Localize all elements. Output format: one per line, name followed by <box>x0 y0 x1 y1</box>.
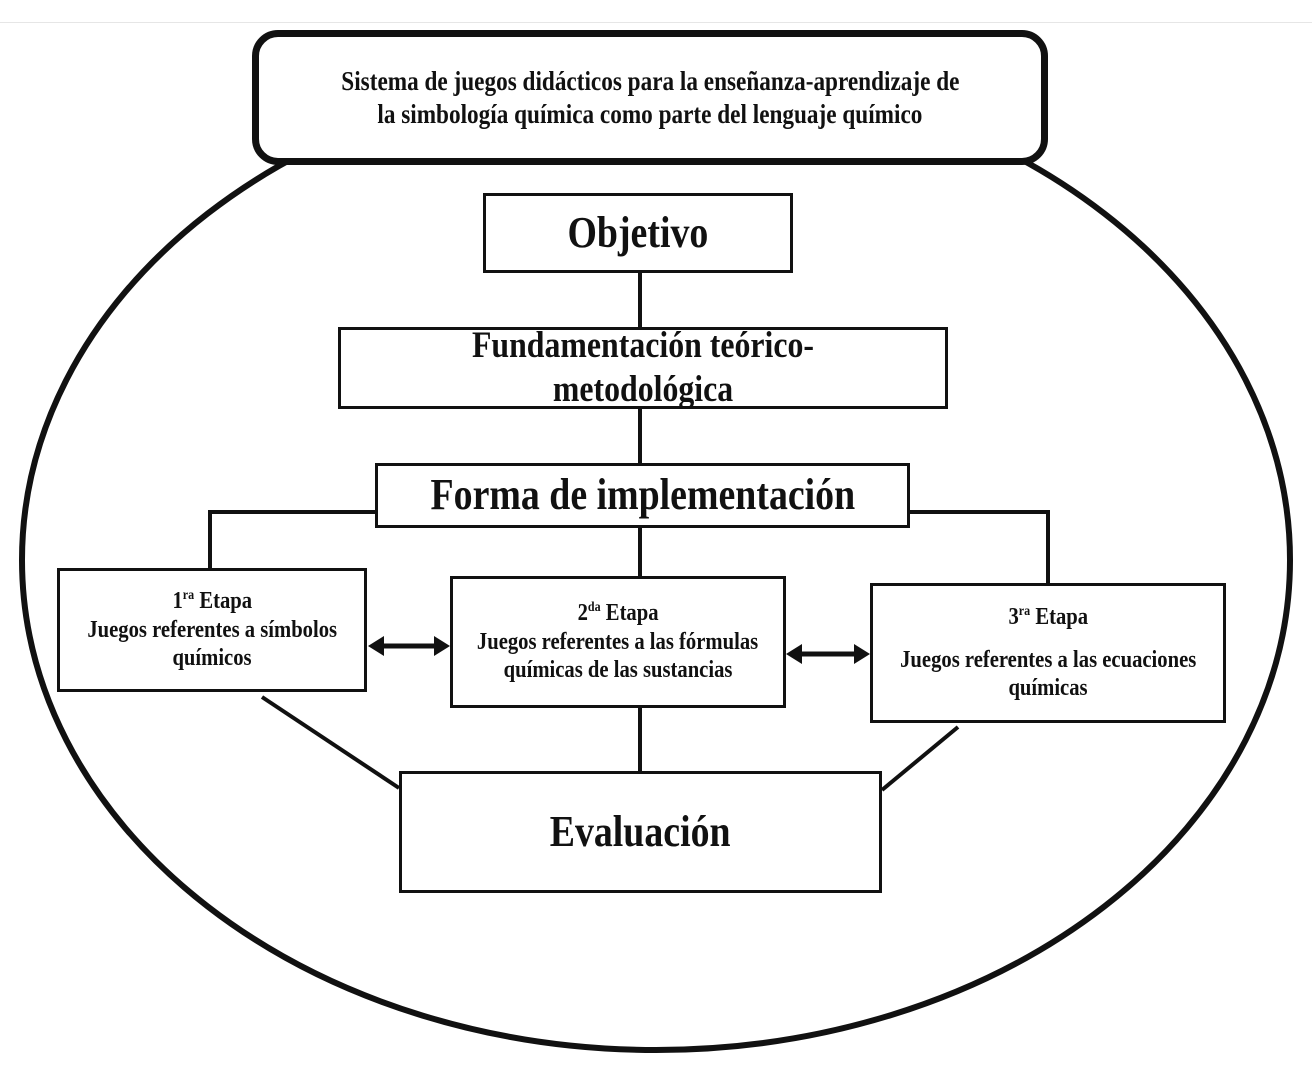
stage-3-heading: 3ra Etapa <box>1008 603 1088 630</box>
objective-box: Objetivo <box>483 193 793 273</box>
stage-1-line2: químicos <box>172 645 252 672</box>
connector-implementation-stage1 <box>208 510 375 568</box>
stage-3-line2: químicas <box>1008 675 1088 702</box>
implementation-box: Forma de implementación <box>375 463 910 528</box>
stage-3-box: 3ra Etapa Juegos referentes a las ecuaci… <box>870 583 1226 723</box>
stage-2-line2: químicas de las sustancias <box>503 657 733 684</box>
evaluation-box: Evaluación <box>399 771 882 893</box>
stage-2-heading: 2da Etapa <box>577 599 659 626</box>
top-divider <box>0 22 1312 23</box>
objective-label: Objetivo <box>567 207 709 257</box>
foundation-label: Fundamentación teórico-metodológica <box>471 324 815 410</box>
system-title-box: Sistema de juegos didácticos para la ens… <box>252 30 1048 165</box>
foundation-box: Fundamentación teórico-metodológica <box>338 325 948 410</box>
stage-1-heading: 1ra Etapa <box>172 587 252 614</box>
stage-2-box: 2da Etapa Juegos referentes a las fórmul… <box>450 576 786 708</box>
connector-stage1-evaluation <box>260 695 401 790</box>
arrow-stage1-stage2 <box>368 636 450 656</box>
arrow-stage2-stage3 <box>786 644 870 664</box>
system-title-line1: Sistema de juegos didácticos para la ens… <box>340 66 960 97</box>
stage-1-box: 1ra Etapa Juegos referentes a símbolos q… <box>57 568 367 692</box>
stage-2-line1: Juegos referentes a las fórmulas <box>477 628 759 655</box>
evaluation-label: Evaluación <box>550 806 731 856</box>
system-title-line2: la simbología química como parte del len… <box>377 98 923 129</box>
stage-3-line1: Juegos referentes a las ecuaciones <box>899 646 1197 673</box>
connector-stage3-evaluation <box>880 725 960 792</box>
connector-implementation-stage3 <box>910 510 1050 583</box>
implementation-label: Forma de implementación <box>430 470 855 520</box>
stage-1-line1: Juegos referentes a símbolos <box>87 616 337 643</box>
